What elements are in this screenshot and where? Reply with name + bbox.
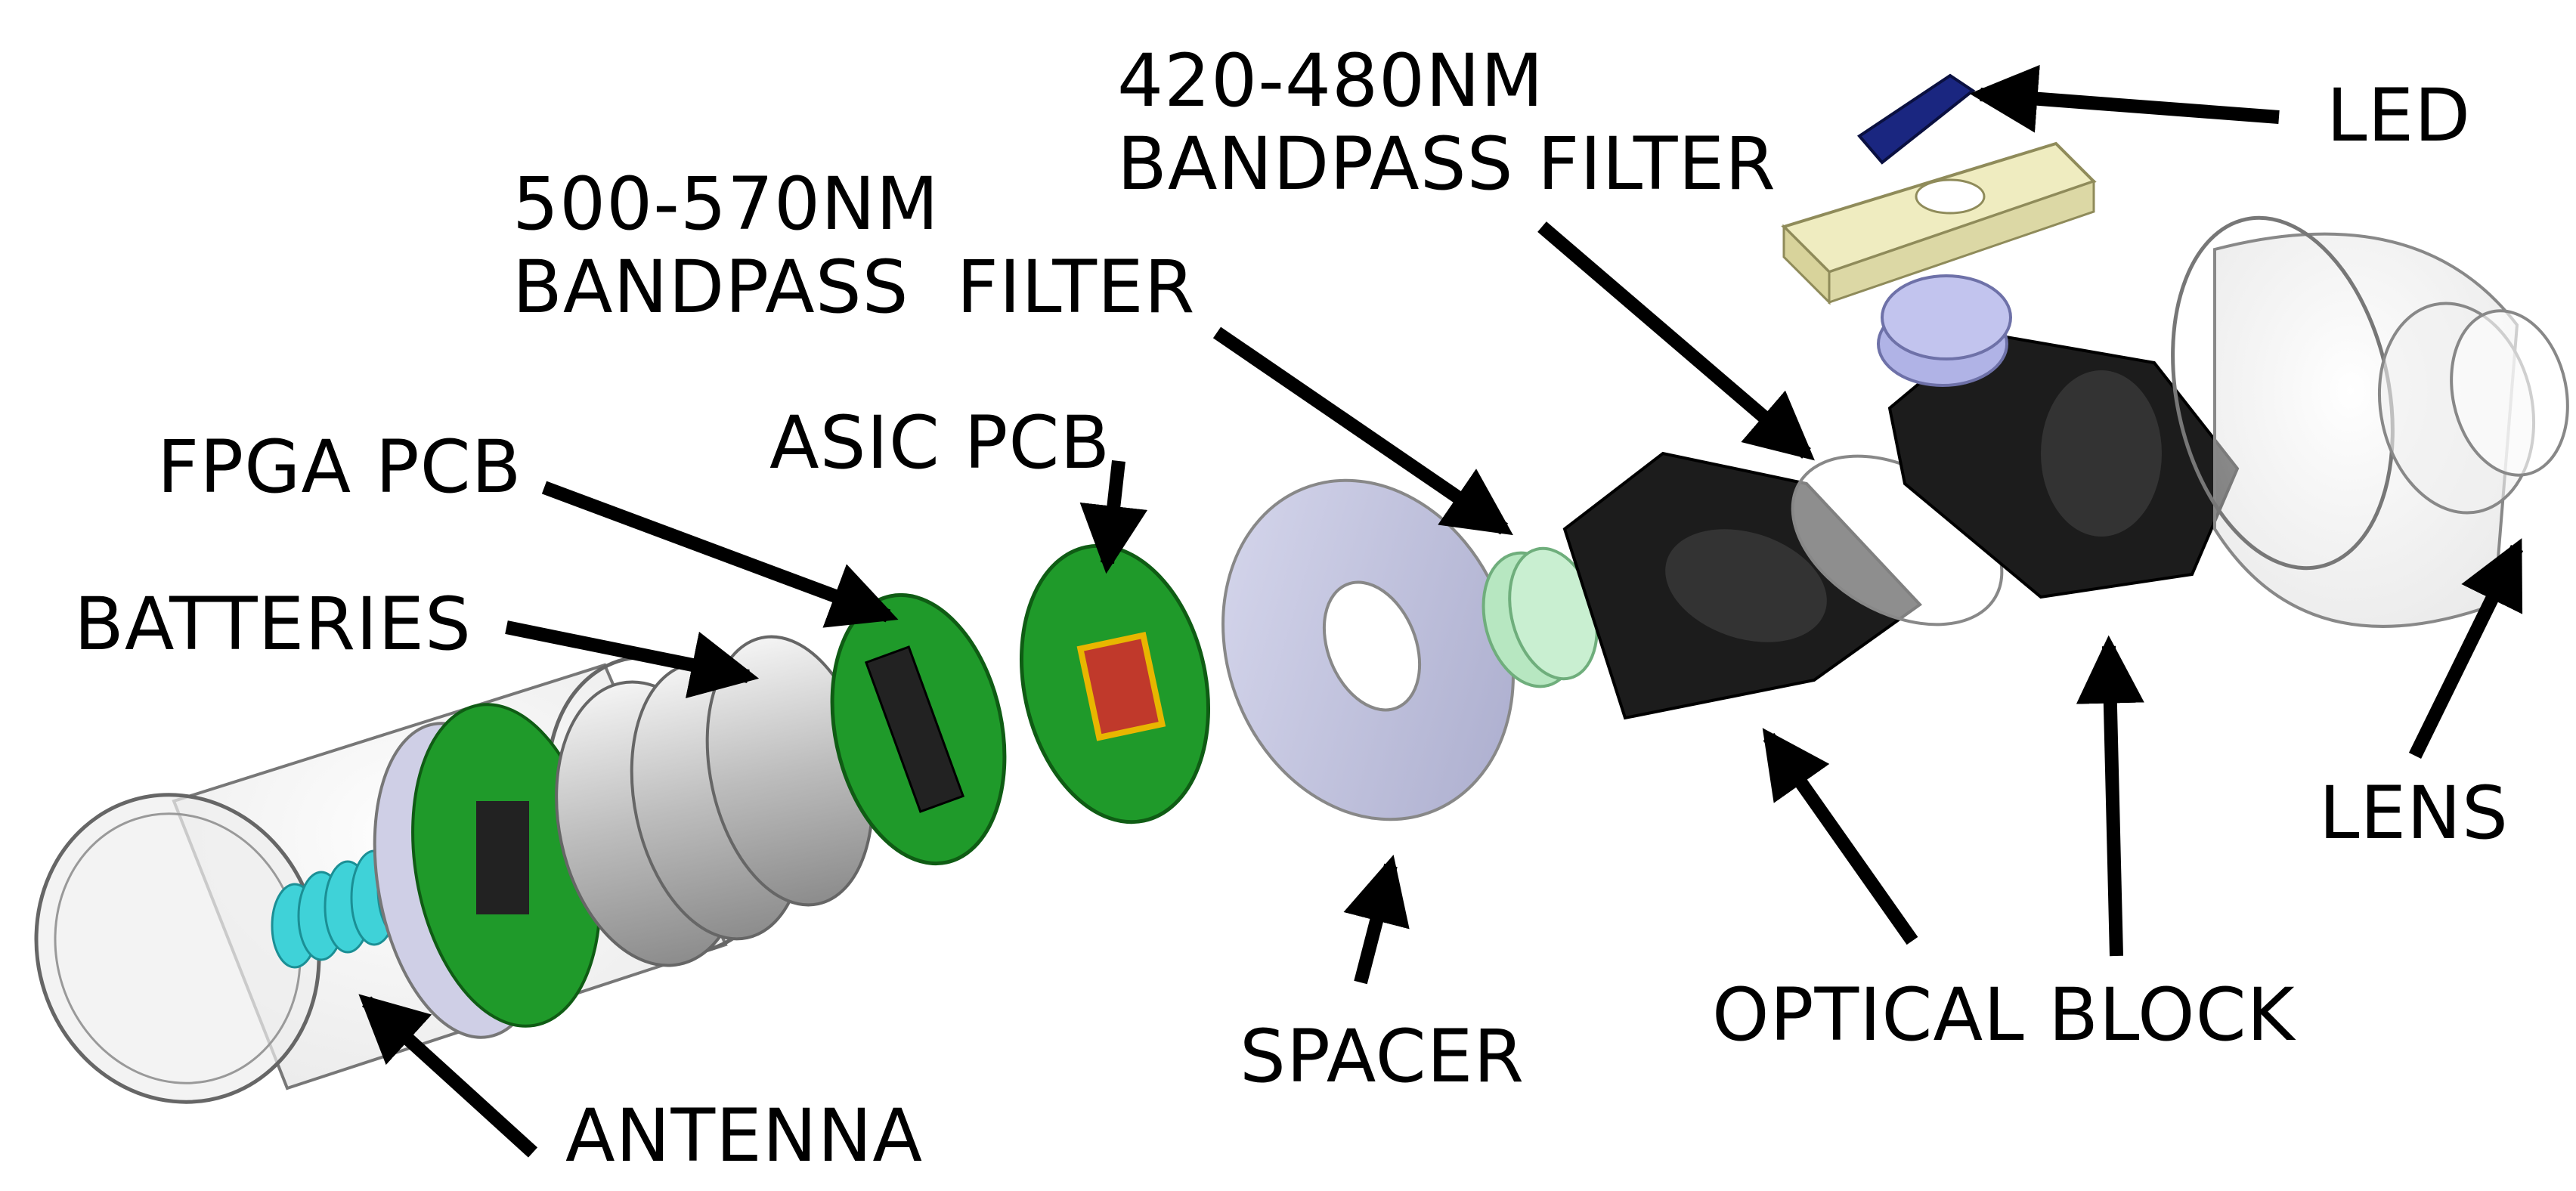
label-asic-pcb: ASIC PCB	[769, 401, 1111, 485]
arrow-led	[1969, 64, 2280, 133]
label-fpga-pcb: FPGA PCB	[157, 425, 522, 509]
violet-filter	[1877, 274, 2012, 387]
optical-block-right	[1887, 330, 2240, 599]
arrow-asic-pcb	[1079, 460, 1148, 574]
arrow-optical-block-right	[2076, 635, 2144, 957]
label-filter-420-line1: 420-480NM	[1117, 39, 1544, 123]
label-antenna: ANTENNA	[565, 1094, 924, 1178]
green-filter	[1482, 546, 1599, 688]
arrow-filter-420	[1537, 221, 1815, 461]
label-filter-500-line2: BANDPASS FILTER	[512, 245, 1196, 330]
label-batteries: BATTERIES	[74, 582, 472, 667]
label-filter-500-line1: 500-570NM	[512, 162, 940, 246]
label-filter-420-line2: BANDPASS FILTER	[1117, 122, 1776, 207]
antenna-pcb	[373, 703, 602, 1039]
arrow-fpga-pcb	[541, 481, 899, 628]
asic-pcb	[1019, 543, 1211, 824]
led-chip	[1857, 73, 1976, 165]
label-lens: LENS	[2319, 771, 2509, 855]
arrow-lens	[2408, 538, 2524, 759]
arrow-antenna	[358, 994, 538, 1158]
spacer-ring	[1221, 478, 1515, 821]
label-led: LED	[2327, 73, 2472, 158]
lens-dome	[2171, 215, 2569, 628]
arrow-spacer	[1343, 855, 1410, 985]
arrow-optical-block-left	[1762, 728, 1918, 945]
arrow-batteries	[505, 620, 760, 699]
label-spacer: SPACER	[1240, 1014, 1525, 1099]
label-optical-block: OPTICAL BLOCK	[1712, 973, 2296, 1057]
arrow-filter-500	[1212, 326, 1513, 536]
label-filter-420: 420-480NM BANDPASS FILTER	[1117, 39, 1776, 206]
label-filter-500: 500-570NM BANDPASS FILTER	[512, 162, 1195, 329]
led-mount	[1781, 141, 2097, 305]
